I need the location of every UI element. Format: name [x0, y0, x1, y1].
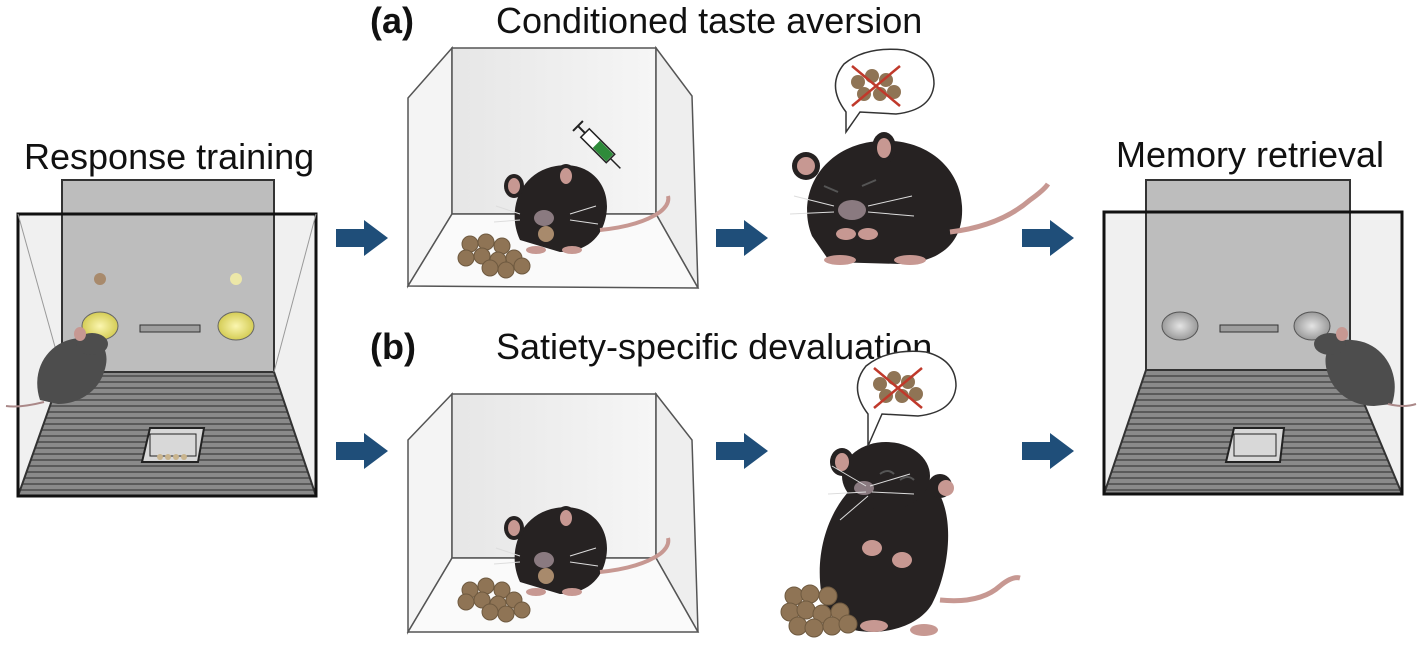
pellet-icon	[851, 69, 901, 101]
pellet-icon	[457, 233, 531, 279]
home-cage-b	[406, 391, 700, 635]
cue-light-right	[230, 273, 242, 285]
right-arrow-icon	[336, 433, 388, 469]
pellet-icon	[780, 584, 858, 638]
thought-bubble-b	[856, 350, 957, 447]
lever-left	[1161, 311, 1199, 341]
right-arrow-icon	[1022, 433, 1074, 469]
panel-a-label: (a)	[370, 0, 414, 41]
response-training-chamber	[5, 179, 318, 498]
mouse-icon	[819, 442, 1021, 636]
mouse-icon	[493, 506, 671, 596]
right-arrow-icon	[1022, 220, 1074, 256]
mouse-icon	[5, 327, 108, 408]
right-arrow-icon	[716, 433, 768, 469]
active-lever-right	[217, 311, 255, 341]
cross-icon	[873, 367, 923, 409]
mouse-icon	[1314, 327, 1417, 407]
right-arrow-icon	[716, 220, 768, 256]
food-magazine-empty	[1224, 427, 1286, 463]
cta-title: Conditioned taste aversion	[496, 0, 923, 41]
syringe-icon	[572, 120, 621, 169]
ssd-title: Satiety-specific devaluation	[496, 326, 933, 367]
memory-retrieval-label: Memory retrieval	[1116, 134, 1385, 175]
cue-light-left	[94, 273, 106, 285]
food-magazine	[140, 427, 206, 463]
panel-b-label: (b)	[370, 326, 416, 367]
memory-retrieval-chamber	[1102, 179, 1417, 496]
food-slot	[139, 324, 201, 333]
mouse-icon	[493, 164, 671, 254]
mouse-icon	[789, 132, 1051, 265]
response-training-label: Response training	[24, 136, 315, 177]
lever-right	[1293, 311, 1331, 341]
cross-icon	[851, 65, 901, 107]
pellet-icon	[457, 577, 531, 623]
thought-bubble-a	[834, 48, 935, 135]
right-arrow-icon	[336, 220, 388, 256]
